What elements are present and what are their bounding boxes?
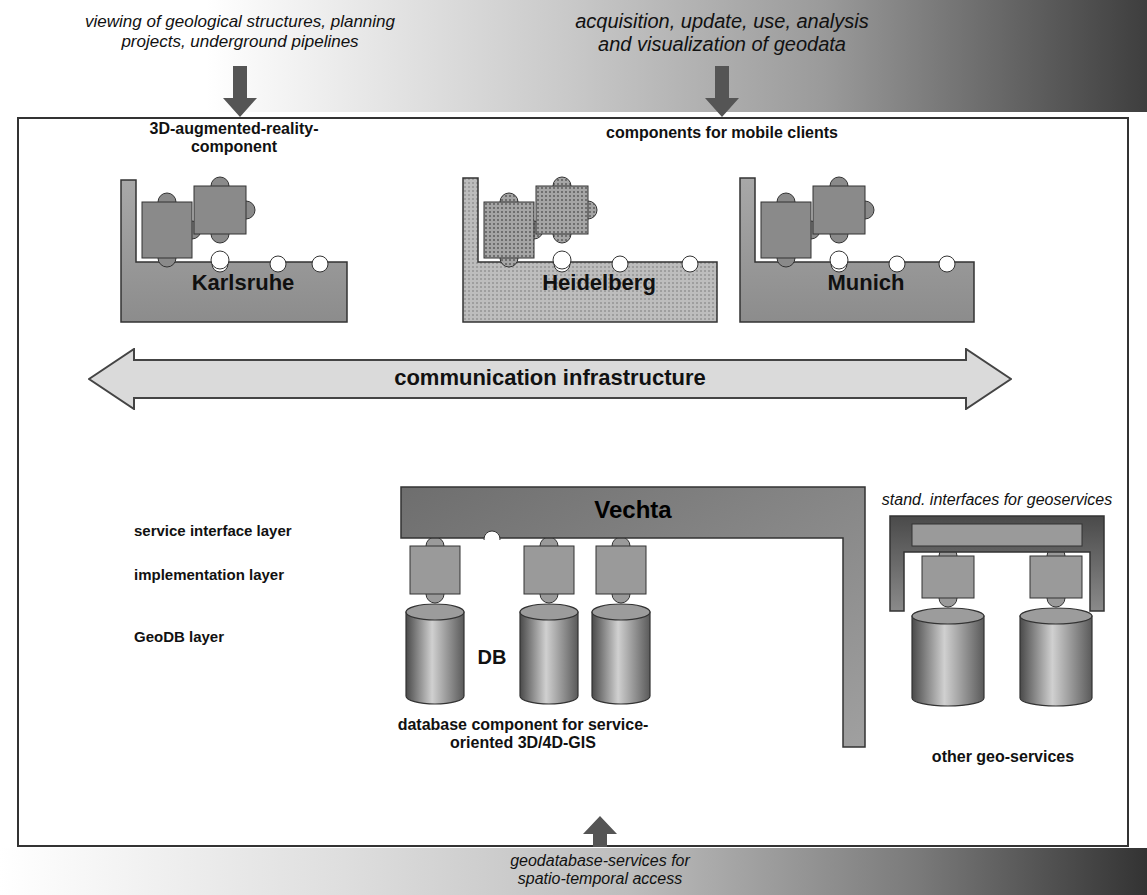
band-text: geodatabase-services for spatio-temporal… — [490, 852, 710, 888]
up-arrow — [583, 816, 617, 847]
band-label: communication infrastructure — [148, 365, 952, 390]
site-name: Karlsruhe — [138, 270, 348, 295]
implementation-piece — [1030, 547, 1082, 607]
database-cylinder — [1020, 608, 1092, 706]
part-label: database component for service-oriented … — [378, 716, 668, 753]
puzzle-piece — [142, 193, 201, 267]
part-label: other geo-services — [896, 748, 1110, 766]
geoservice-interface: stand. interfaces for geoservices — [866, 490, 1128, 612]
puzzle-base — [737, 150, 977, 324]
down-arrow — [705, 66, 739, 117]
database-cylinder — [592, 604, 650, 704]
part-label: service interface layer — [134, 522, 292, 539]
standard-interface-bracket — [866, 490, 1128, 612]
site-name: Munich — [757, 270, 975, 295]
part-label: implementation layer — [134, 566, 284, 583]
implementation-piece — [922, 547, 974, 607]
puzzle-piece — [813, 177, 874, 243]
implementation-piece — [596, 537, 646, 603]
database-cylinder — [520, 604, 578, 704]
implementation-piece — [524, 537, 574, 603]
component-heading: 3D-augmented-reality-component — [118, 120, 350, 157]
database-cylinder — [406, 604, 464, 704]
service-interface-bracket — [400, 486, 866, 748]
bottom-band: geodatabase-services for spatio-temporal… — [0, 848, 1147, 895]
down-arrow — [223, 66, 257, 117]
part-label: components for mobile clients — [545, 124, 899, 142]
main-frame — [18, 118, 1128, 846]
component-block: Munich — [737, 150, 977, 324]
implementation-piece — [410, 537, 460, 603]
band-text: viewing of geological structures, planni… — [65, 12, 415, 51]
top-band: viewing of geological structures, planni… — [0, 0, 1147, 112]
puzzle-piece — [536, 177, 597, 243]
site-name: Heidelberg — [480, 270, 718, 295]
puzzle-piece — [194, 177, 255, 243]
puzzle-piece — [484, 193, 543, 267]
puzzle-base — [460, 150, 720, 324]
database-cylinder — [912, 608, 984, 706]
component-block: Heidelberg — [460, 150, 720, 324]
interface-heading: stand. interfaces for geoservices — [868, 491, 1126, 509]
part-label: DB — [464, 646, 520, 669]
band-text: acquisition, update, use, analysis and v… — [559, 10, 885, 56]
part-label: GeoDB layer — [134, 628, 224, 645]
component-block: 3D-augmented-reality-componentKarlsruhe — [118, 120, 350, 324]
communication-band: communication infrastructure — [88, 348, 1012, 410]
service-interface-layer: Vechta — [400, 486, 866, 748]
puzzle-piece — [761, 193, 820, 267]
implementation-parts — [406, 537, 1092, 706]
site-name: Vechta — [540, 496, 726, 524]
